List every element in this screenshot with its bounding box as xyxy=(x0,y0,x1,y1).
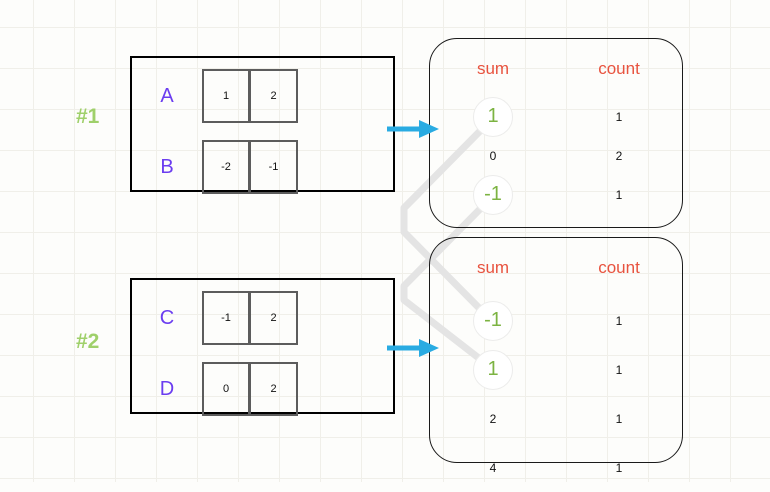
matrix-row-label: C xyxy=(159,306,175,329)
matrix-cells: 1 2 xyxy=(202,69,298,123)
agg-row: -1 1 xyxy=(430,296,682,345)
matrix-cell: -2 xyxy=(202,140,250,194)
agg-count-value: 1 xyxy=(615,313,623,328)
step-label-2: #2 xyxy=(76,330,100,353)
matrix-row: D 0 2 xyxy=(132,362,298,416)
matrix-cell: 2 xyxy=(250,69,298,123)
agg-count-value: 1 xyxy=(615,411,623,426)
matrix-row: A 1 2 xyxy=(132,69,298,123)
agg-header-sum: sum xyxy=(476,258,510,277)
agg-sum-text: 1 xyxy=(473,96,513,137)
agg-sum-text: -1 xyxy=(473,300,513,341)
matrix-cell: 2 xyxy=(250,291,298,345)
agg-panel-1: sum count 1 1 0 2 -1 1 xyxy=(429,38,683,228)
matrix-cells: -1 2 xyxy=(202,291,298,345)
agg-header-count: count xyxy=(598,258,640,277)
matrix-cell: 0 xyxy=(202,362,250,416)
agg-count-value: 2 xyxy=(615,148,623,163)
agg-sum-value-highlighted: 1 xyxy=(430,349,556,390)
matrix-cells: 0 2 xyxy=(202,362,298,416)
agg-header-sum: sum xyxy=(476,59,510,78)
matrix-row: C -1 2 xyxy=(132,291,298,345)
matrix-box-1: A 1 2 B -2 -1 xyxy=(130,56,395,194)
arrow-to-agg-1 xyxy=(387,120,439,138)
agg-sum-text: 1 xyxy=(473,349,513,390)
matrix-cell: -1 xyxy=(202,291,250,345)
agg-sum-value-highlighted: 1 xyxy=(430,96,556,137)
agg-row: 1 1 xyxy=(430,96,682,137)
agg-header-row: sum count xyxy=(430,258,682,278)
agg-sum-value: 0 xyxy=(489,148,497,163)
matrix-cell: 2 xyxy=(250,362,298,416)
grid-background xyxy=(0,0,770,482)
matrix-row: B -2 -1 xyxy=(132,140,298,194)
arrow-to-agg-2 xyxy=(387,339,439,357)
connector-line-a xyxy=(400,118,493,322)
matrix-row-label: B xyxy=(160,155,174,178)
matrix-row-label: A xyxy=(160,84,174,107)
matrix-cells: -2 -1 xyxy=(202,140,298,194)
agg-header-count: count xyxy=(598,59,640,78)
agg-panel-2: sum count -1 1 1 1 2 1 4 1 xyxy=(429,237,683,475)
agg-row: 2 1 xyxy=(430,394,682,443)
agg-row: 1 1 xyxy=(430,345,682,394)
agg-rows: 1 1 0 2 -1 1 xyxy=(430,96,682,215)
agg-row: 0 2 xyxy=(430,136,682,175)
agg-sum-value-highlighted: -1 xyxy=(430,174,556,215)
agg-sum-text: -1 xyxy=(473,174,513,215)
agg-count-value: 1 xyxy=(615,460,623,475)
agg-count-value: 1 xyxy=(615,109,623,124)
agg-sum-value: 2 xyxy=(489,411,497,426)
matrix-cell: 1 xyxy=(202,69,250,123)
matrix-box-2: C -1 2 D 0 2 xyxy=(130,278,395,416)
matrix-cell: -1 xyxy=(250,140,298,194)
agg-sum-value-highlighted: -1 xyxy=(430,300,556,341)
agg-count-value: 1 xyxy=(615,187,623,202)
step-label-1: #1 xyxy=(76,105,100,128)
agg-count-value: 1 xyxy=(615,362,623,377)
agg-rows: -1 1 1 1 2 1 4 1 xyxy=(430,296,682,492)
agg-header-row: sum count xyxy=(430,59,682,79)
agg-row: -1 1 xyxy=(430,174,682,215)
agg-row: 4 1 xyxy=(430,443,682,492)
agg-sum-value: 4 xyxy=(489,460,497,475)
connector-line-c xyxy=(400,190,422,212)
matrix-row-label: D xyxy=(159,377,175,400)
